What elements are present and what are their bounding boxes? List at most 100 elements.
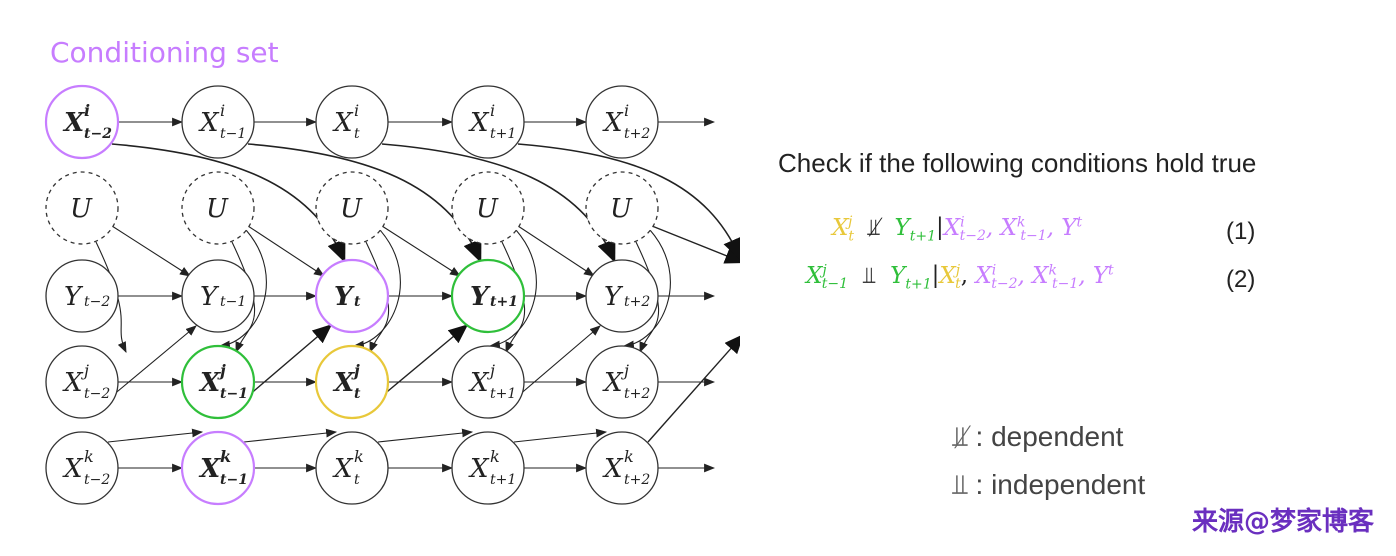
svg-text:k: k xyxy=(84,447,94,466)
svg-text:X: X xyxy=(332,368,356,398)
independent-symbol: ⫫ xyxy=(952,468,968,501)
edge-xi-y-3 xyxy=(517,143,740,261)
svg-text:t+2: t+2 xyxy=(624,126,650,142)
edge-u-y-0 xyxy=(111,225,191,277)
svg-text:t+1: t+1 xyxy=(490,472,516,488)
edge-xk-xj-2 xyxy=(377,428,474,443)
edge-xj-y-3 xyxy=(517,325,601,397)
svg-text:i: i xyxy=(220,101,225,120)
svg-text:i: i xyxy=(84,101,90,120)
svg-text:X: X xyxy=(468,108,490,138)
node-u-1: U xyxy=(181,171,255,245)
edge-u-y-3 xyxy=(517,225,595,277)
svg-text:k: k xyxy=(354,447,364,466)
svg-text:t+1: t+1 xyxy=(490,294,518,310)
equation-2-number: (2) xyxy=(1226,266,1256,293)
svg-text:t: t xyxy=(354,472,360,488)
svg-text:X: X xyxy=(332,454,354,484)
edge-u-xj2-2 xyxy=(352,229,401,350)
svg-text:U: U xyxy=(340,194,363,224)
svg-text:t+1: t+1 xyxy=(490,126,516,142)
svg-text:X: X xyxy=(602,454,624,484)
svg-text:X: X xyxy=(198,108,220,138)
svg-text:U: U xyxy=(476,194,499,224)
edge-xk-xj-4 xyxy=(647,333,740,443)
not-independent-symbol: ⫫̸ xyxy=(952,420,968,453)
svg-text:X: X xyxy=(332,108,354,138)
svg-text:t−2: t−2 xyxy=(84,386,110,402)
svg-text:Y: Y xyxy=(470,282,491,312)
node-u-3: U xyxy=(451,171,525,245)
svg-text:X: X xyxy=(468,454,490,484)
svg-text:t+2: t+2 xyxy=(624,294,650,310)
svg-text:X: X xyxy=(198,454,222,484)
svg-text:t: t xyxy=(354,294,361,310)
svg-text:X: X xyxy=(62,108,86,138)
svg-text:X: X xyxy=(62,368,84,398)
svg-text:t+2: t+2 xyxy=(624,472,650,488)
edge-u-xj2-3 xyxy=(488,229,537,350)
node-u-0: U xyxy=(45,171,119,245)
svg-text:k: k xyxy=(490,447,500,466)
edge-u-xj-0 xyxy=(95,241,127,353)
edge-xj-y-0 xyxy=(111,325,197,397)
edge-xk-xj-3 xyxy=(513,428,608,443)
svg-text:k: k xyxy=(624,447,634,466)
svg-text:X: X xyxy=(602,368,624,398)
conditioning-set-title: Conditioning set xyxy=(50,36,279,69)
svg-text:U: U xyxy=(70,194,93,224)
equation-1-number: (1) xyxy=(1226,218,1256,245)
svg-text:t−1: t−1 xyxy=(220,294,246,310)
svg-text:Y: Y xyxy=(604,282,624,312)
edge-u-xj-3 xyxy=(501,241,526,354)
svg-text:j: j xyxy=(81,361,89,380)
watermark: 来源@梦家博客 xyxy=(1191,507,1374,537)
svg-text:Y: Y xyxy=(200,282,220,312)
edge-xk-xj-1 xyxy=(243,428,338,443)
svg-text:t−1: t−1 xyxy=(220,126,246,142)
svg-text:t+2: t+2 xyxy=(624,386,650,402)
svg-text:X: X xyxy=(468,368,490,398)
edge-u-xj-1 xyxy=(231,241,256,354)
equation-2: Xjt−1 ⫫ Yt+1|Xjt, Xit−2, Xkt−1, Yt xyxy=(806,262,1114,293)
edge-xj-y-2 xyxy=(381,324,469,397)
node-u-2: U xyxy=(315,171,389,245)
svg-text:t: t xyxy=(354,386,361,402)
svg-text:U: U xyxy=(206,194,229,224)
check-heading: Check if the following conditions hold t… xyxy=(778,148,1257,178)
svg-text:j: j xyxy=(621,361,629,380)
edge-u-y-4 xyxy=(651,225,740,264)
legend-independent: ⫫ : independent xyxy=(952,468,1145,502)
svg-text:j: j xyxy=(487,361,495,380)
edge-u-y-2 xyxy=(381,225,461,277)
svg-text:i: i xyxy=(624,101,629,120)
edge-u-xj-2 xyxy=(365,241,390,354)
edge-u-y-1 xyxy=(247,225,325,277)
legend-independent-label: : independent xyxy=(975,469,1146,500)
svg-text:t−2: t−2 xyxy=(84,126,112,142)
svg-text:t−1: t−1 xyxy=(220,386,248,402)
edge-u-xj-4 xyxy=(635,241,660,354)
edge-u-xj2-4 xyxy=(622,229,671,350)
svg-text:X: X xyxy=(62,454,84,484)
edge-xk-xj-0 xyxy=(107,428,204,443)
edge-xj-y-1 xyxy=(247,324,333,397)
